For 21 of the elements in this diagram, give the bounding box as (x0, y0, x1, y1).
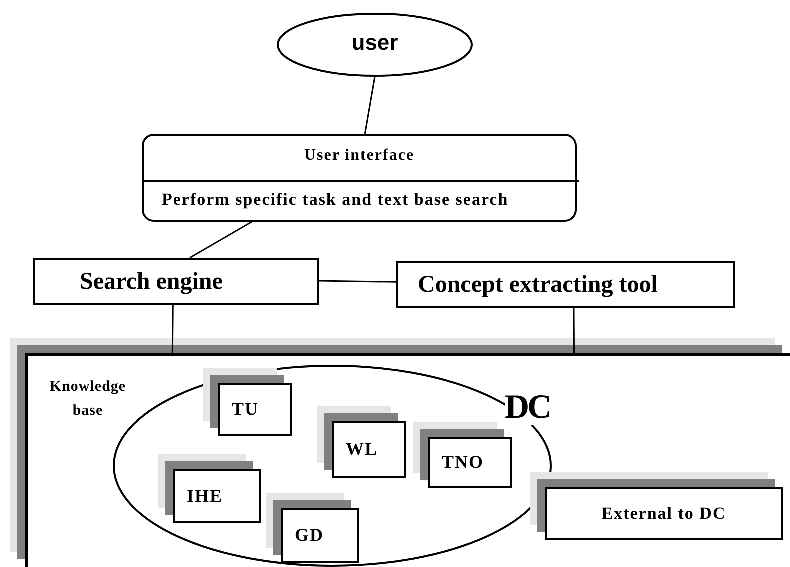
box-label: External to DC (602, 504, 726, 524)
connector-line (318, 280, 396, 283)
box-label: WL (346, 439, 378, 460)
box-label: Search engine (80, 269, 223, 296)
box-text: Perform specific task and text base search (162, 190, 509, 210)
box-label: IHE (187, 486, 224, 506)
box-label: TNO (442, 452, 484, 473)
connector-line (190, 221, 252, 259)
connector-line (573, 308, 576, 354)
connector-line (364, 76, 376, 134)
box-label: GD (295, 525, 324, 546)
actor-ellipse (277, 13, 473, 77)
connector-line (172, 305, 174, 354)
process-box (396, 261, 735, 308)
box-label: Concept extracting tool (418, 272, 658, 299)
panel-label: Knowledge base (48, 378, 128, 421)
box-label: TU (232, 399, 260, 420)
box-heading: User interface (303, 147, 416, 165)
interface-box (142, 134, 577, 222)
process-box (33, 258, 319, 305)
node-label: user (350, 30, 400, 56)
